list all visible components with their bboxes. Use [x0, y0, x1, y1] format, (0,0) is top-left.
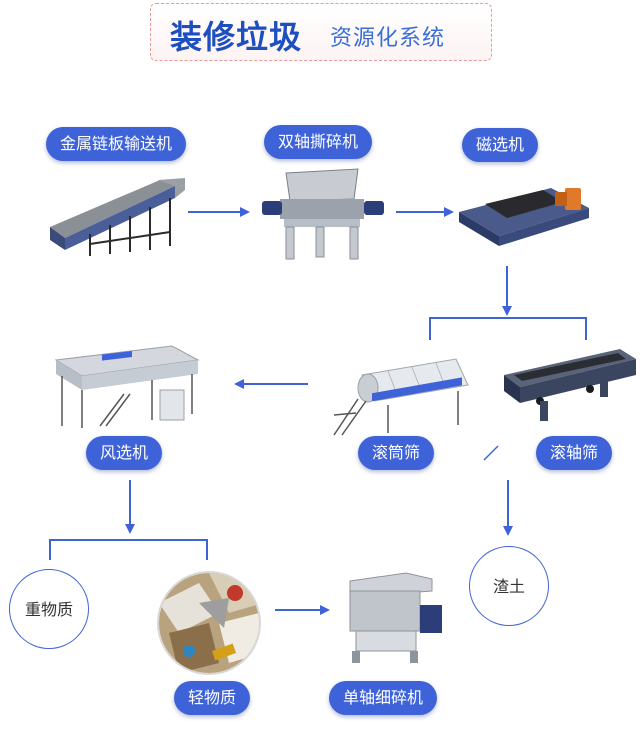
- light-material-image: [157, 571, 261, 675]
- node-trommel-screen: 滚筒筛: [358, 436, 435, 470]
- page-subtitle: 资源化系统: [330, 26, 446, 51]
- node-residue: 渣土: [469, 546, 549, 626]
- slash-connector: [483, 445, 499, 461]
- chain-conveyor-image: [50, 178, 185, 256]
- node-heavy-material: 重物质: [9, 569, 89, 649]
- page-title: 装修垃圾: [170, 18, 303, 56]
- node-magnetic-separator: 磁选机: [462, 128, 539, 162]
- node-roller-screen: 滚轴筛: [536, 436, 613, 470]
- node-single-shaft-shredder: 单轴细碎机: [329, 681, 438, 715]
- node-light-material: 轻物质: [174, 681, 251, 715]
- node-double-shaft-shredder: 双轴撕碎机: [264, 125, 373, 159]
- bracket-materials: [49, 539, 208, 560]
- single-shaft-shredder-image: [349, 572, 442, 663]
- magnetic-separator-image: [459, 188, 589, 246]
- roller-screen-image: [504, 349, 636, 421]
- node-air-separator: 风选机: [86, 436, 163, 470]
- air-separator-image: [54, 345, 200, 428]
- title-box: [150, 3, 492, 61]
- node-chain-conveyor: 金属链板输送机: [46, 127, 187, 161]
- trommel-screen-image: [333, 358, 469, 436]
- double-shaft-shredder-image: [262, 168, 384, 260]
- bracket-screens: [429, 317, 587, 340]
